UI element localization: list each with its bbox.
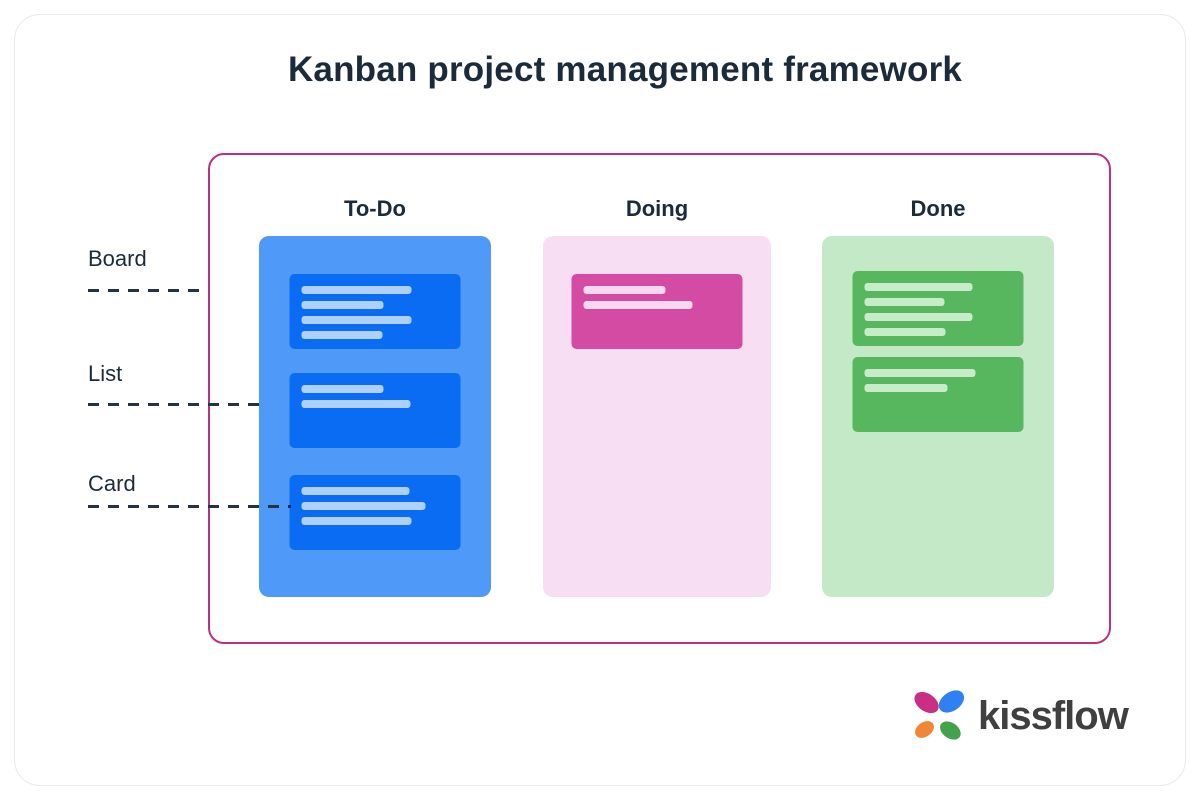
card-text-line [301,331,383,339]
card-text-line [301,400,411,408]
kissflow-logo: kissflow [910,688,1129,744]
card-text-line [301,316,412,324]
kissflow-wordmark: kissflow [978,693,1129,738]
card-text-line [583,286,666,294]
outer-frame [14,14,1186,786]
kissflow-petals-icon [914,690,965,740]
column-header-todo: To-Do [344,196,406,221]
annotation-label-card: Card [88,471,136,496]
card-text-line [864,384,948,392]
kanban-card [852,357,1024,432]
card-text-line [864,328,946,336]
column-header-doing: Doing [625,196,689,221]
kanban-card [289,373,461,448]
annotation-leader-line-list [88,403,259,406]
petal-top-left-icon [914,691,939,714]
annotation-leader-line-card [88,505,291,508]
card-text-line [301,487,410,495]
card-text-line [301,385,384,393]
annotation-leader-line-board [88,289,208,292]
card-text-line [864,369,976,377]
kanban-card [289,274,461,349]
kanban-card [289,475,461,550]
kanban-card [852,271,1024,346]
card-text-line [864,283,973,291]
card-text-line [301,301,384,309]
annotation-label-board: Board [88,246,147,271]
card-text-line [301,286,412,294]
card-text-line [864,298,945,306]
card-text-line [301,517,412,525]
kanban-card [571,274,743,349]
page-title: Kanban project management framework [287,50,963,89]
card-text-line [301,502,426,510]
kanban-column-todo [259,236,491,597]
kanban-column-done [822,236,1054,597]
column-header-done: Done [910,196,966,221]
card-text-line [583,301,693,309]
kanban-column-doing [543,236,771,597]
petal-top-right-icon [938,690,965,713]
petal-bottom-right-icon [940,721,961,740]
card-text-line [864,313,973,321]
petal-bottom-left-icon [915,721,934,738]
annotation-label-list: List [88,361,123,386]
